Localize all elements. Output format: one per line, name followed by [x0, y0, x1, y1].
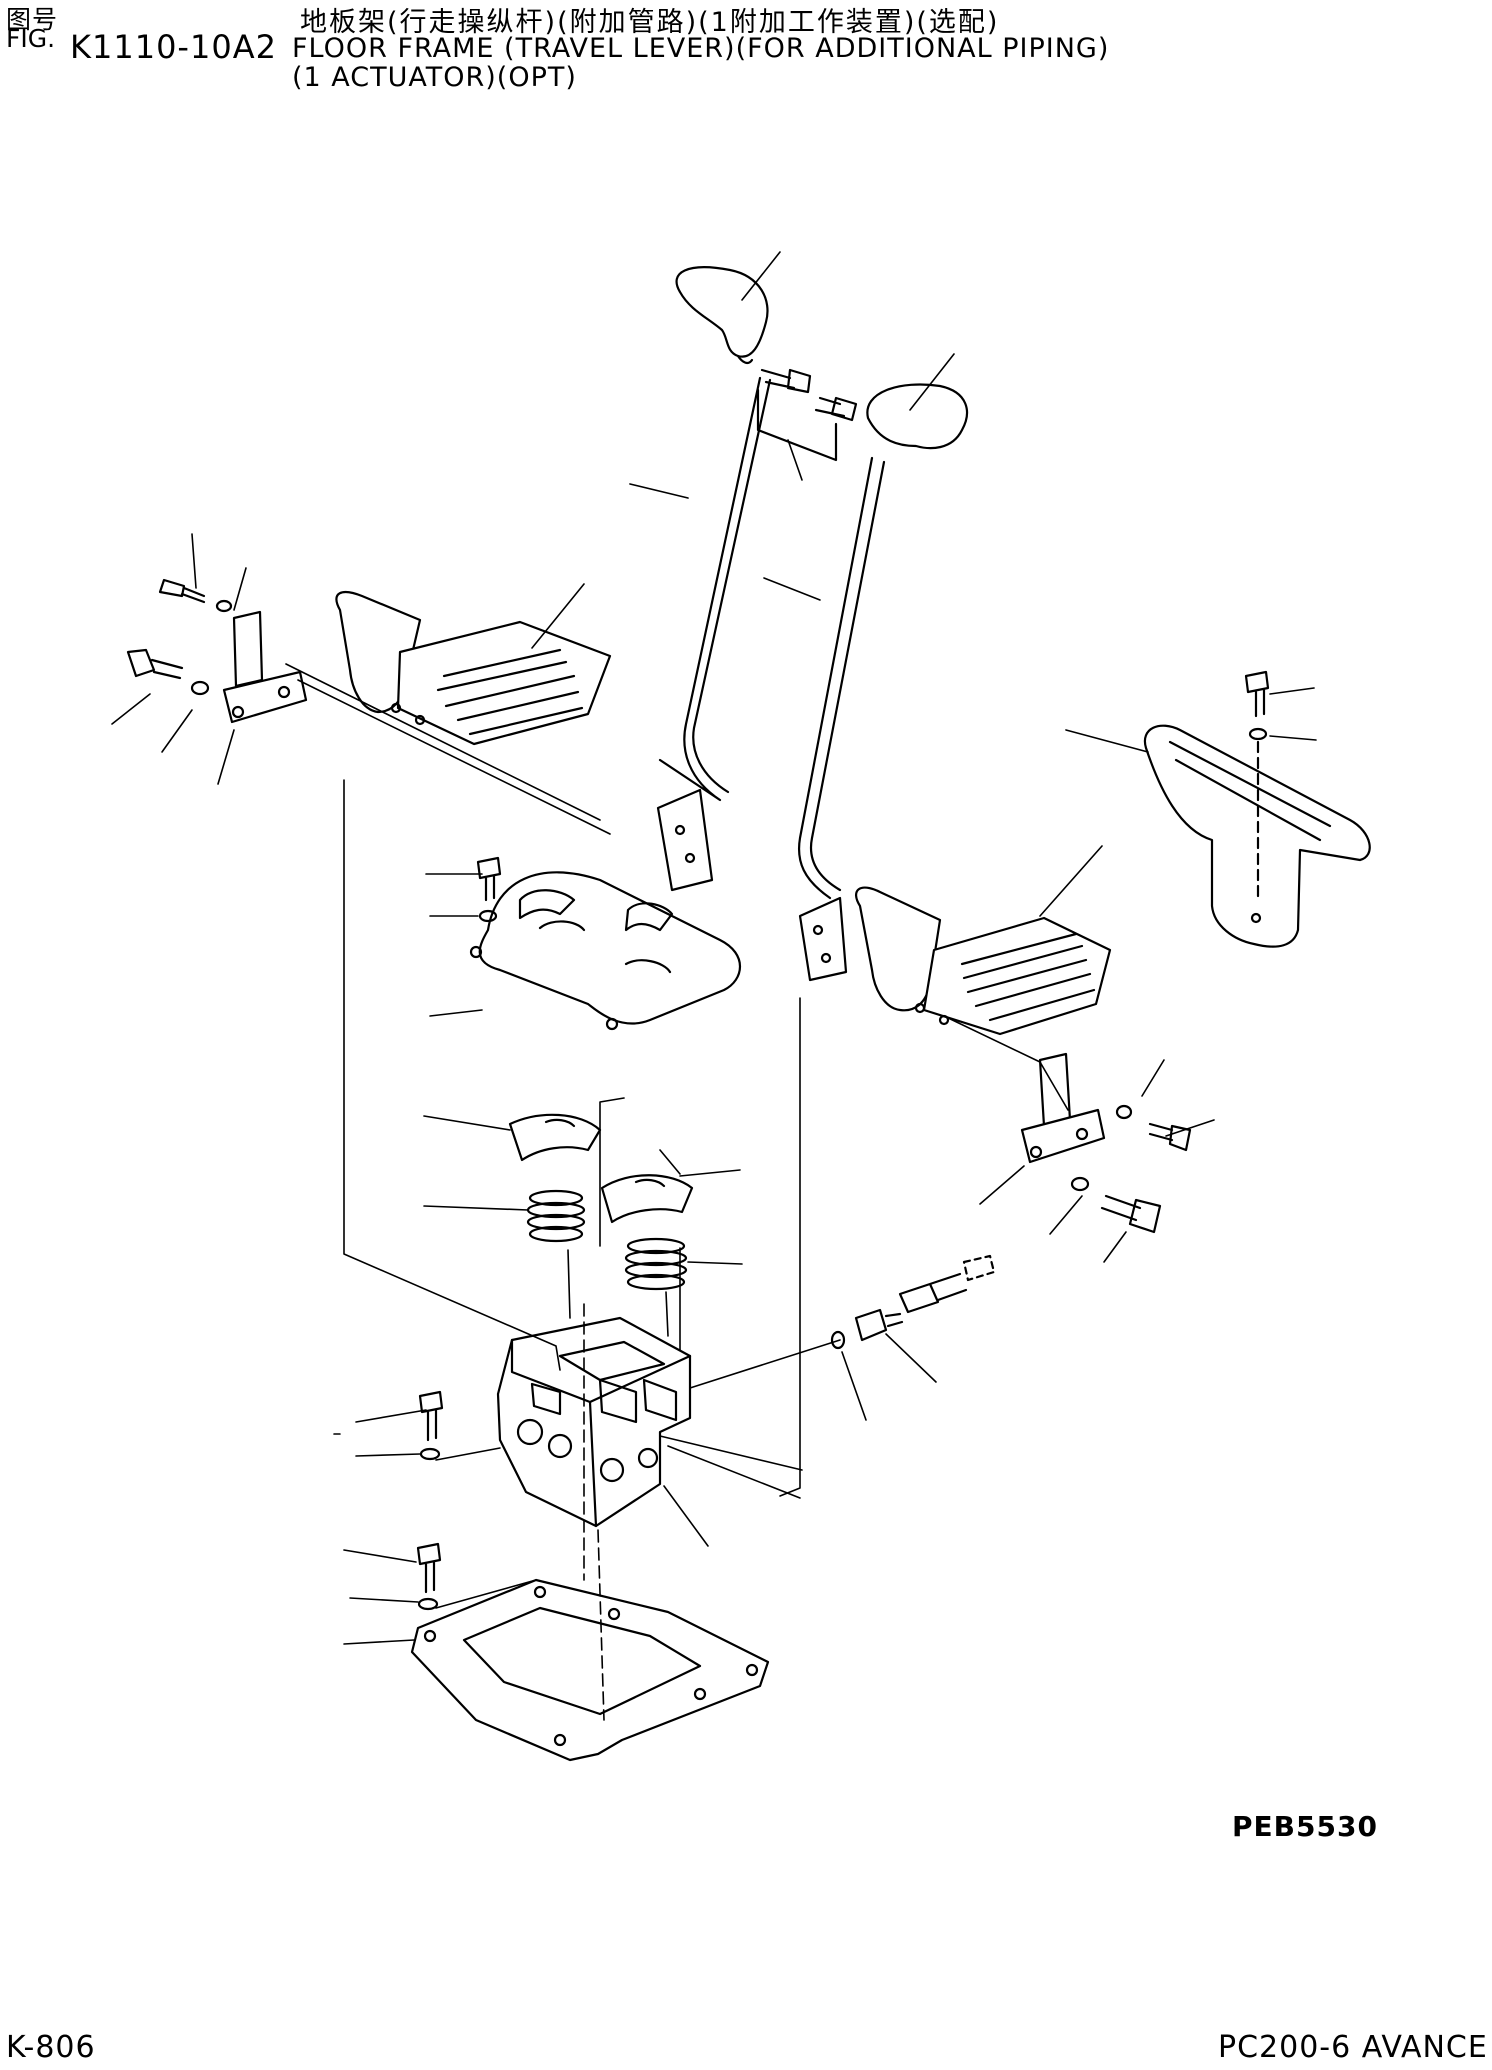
- right-lever-bracket: [800, 898, 846, 980]
- drawing-code: PEB5530: [1232, 1810, 1378, 1843]
- right-pedal-tread: [962, 934, 1094, 1020]
- part-leader-lines: [112, 252, 1316, 1644]
- left-lever-bracket-hole: [686, 854, 694, 862]
- left-lever-knob: [677, 267, 768, 356]
- left-support-fasteners: [128, 580, 231, 694]
- left-lever-bracket-hole: [676, 826, 684, 834]
- lever-bolt-pair: [758, 370, 856, 460]
- spring-seats: [510, 1115, 692, 1222]
- right-cover-fasteners: [1246, 672, 1268, 900]
- left-pedal-tread: [438, 650, 582, 734]
- springs: [528, 1191, 686, 1289]
- right-pedal: [856, 888, 1110, 1034]
- hose-fittings: [832, 1256, 994, 1348]
- left-pedal-support: [224, 612, 306, 722]
- title-chinese: 地板架(行走操纵杆)(附加管路)(1附加工作装置)(选配): [300, 7, 1000, 38]
- title-english-line1: FLOOR FRAME (TRAVEL LEVER)(FOR ADDITIONA…: [292, 33, 1110, 64]
- fig-label-cn: 图号: [6, 5, 59, 34]
- left-lever-bracket: [658, 790, 712, 890]
- left-lever-rod: [660, 378, 770, 800]
- right-lever-knob: [867, 384, 967, 448]
- assembly-guide-lines: [286, 664, 1068, 1720]
- title-english-line2: (1 ACTUATOR)(OPT): [292, 62, 577, 93]
- right-lever-bracket-hole: [814, 926, 822, 934]
- bolt-group-bracket: [758, 390, 836, 460]
- left-lever-assembly: [658, 267, 770, 890]
- machine-model: PC200-6 AVANCE: [1218, 2030, 1488, 2065]
- ppc-valve: [498, 1318, 690, 1526]
- valve-cover-boot: [471, 872, 740, 1029]
- right-support-fasteners: [1072, 1106, 1190, 1232]
- page-number: K-806: [6, 2030, 96, 2065]
- right-lever-assembly: [799, 384, 967, 980]
- right-side-cover: [1145, 726, 1370, 947]
- fig-number: K1110-10A2: [70, 28, 277, 66]
- cover-fasteners: [478, 858, 500, 921]
- right-pedal-support: [1022, 1054, 1104, 1162]
- right-lever-rod: [799, 458, 884, 898]
- mount-plate: [412, 1580, 768, 1760]
- valve-mount-fasteners: [418, 1392, 442, 1609]
- left-lever-knob-neck: [738, 356, 752, 363]
- fig-label-en: FIG.: [6, 24, 56, 53]
- left-pedal: [336, 592, 610, 744]
- right-lever-bracket-hole: [822, 954, 830, 962]
